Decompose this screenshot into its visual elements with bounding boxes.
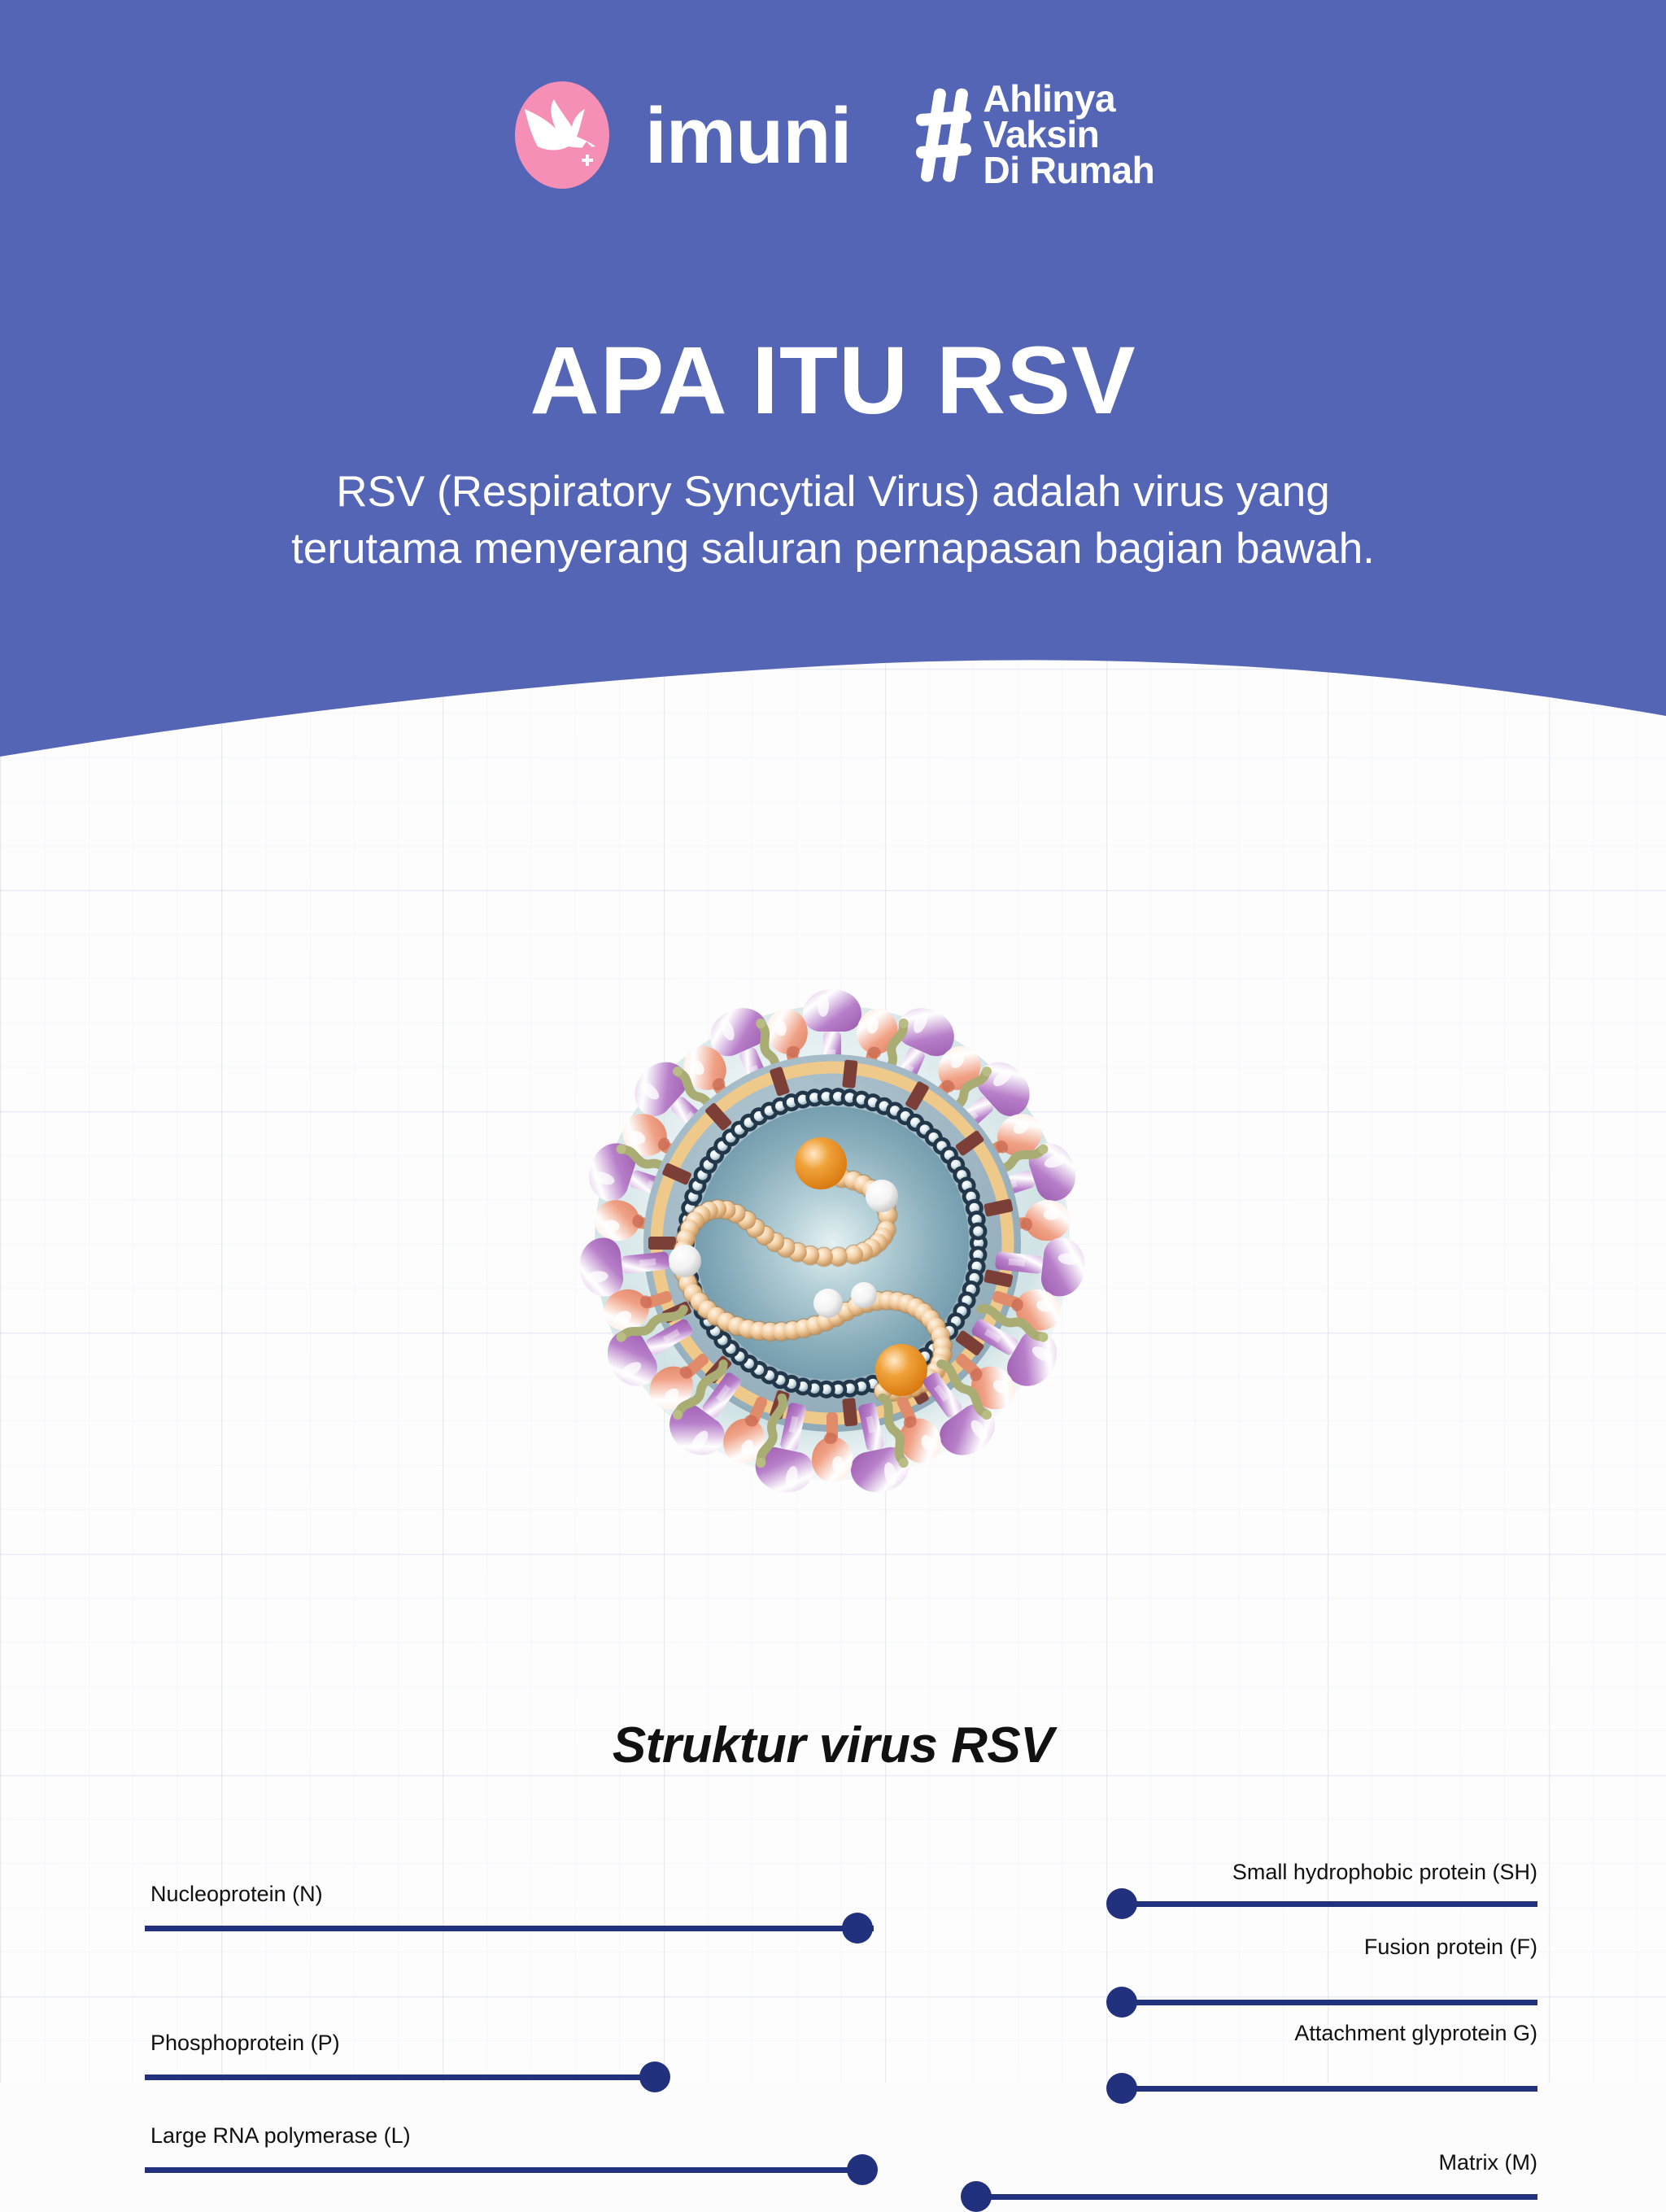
g-protein-spike: [723, 1396, 768, 1464]
leader-dot-matrix: [961, 2181, 992, 2212]
label-nucleoprotein: Nucleoprotein (N): [150, 1882, 323, 1906]
nucleoprotein-sphere: [795, 1137, 847, 1189]
sh-protein-spike: [976, 1304, 1049, 1342]
leader-line-matrix: [975, 2194, 1537, 2200]
hashtag-icon: [916, 88, 972, 182]
m-protein-anchor: [770, 1067, 790, 1097]
g-protein-spike: [622, 1114, 687, 1163]
tagline-line-2: Vaksin: [983, 113, 1100, 156]
g-protein-spike: [604, 1289, 673, 1331]
g-protein-spike: [992, 1289, 1061, 1331]
label-small-hydrophobic-protein: Small hydrophobic protein (SH): [1232, 1860, 1537, 1884]
sh-protein-spike: [936, 1359, 992, 1420]
leader-dot-attachment-glycoprotein: [1106, 2073, 1137, 2104]
label-large-rna-polymerase: Large RNA polymerase (L): [150, 2123, 411, 2148]
header-banner: imuni Ahlinya Vaksin Di Rumah APA ITU RS…: [0, 0, 1666, 757]
m-protein-anchor: [705, 1102, 732, 1131]
g-protein-spike: [649, 1354, 709, 1410]
phosphoprotein-sphere: [669, 1245, 701, 1277]
leader-line-small-hydrophobic-protein: [1121, 1901, 1537, 1907]
label-phosphoprotein: Phosphoprotein (P): [150, 2031, 340, 2055]
m-protein-anchor: [842, 1398, 858, 1427]
header-background-shape: [0, 0, 1666, 757]
leader-dot-small-hydrophobic-protein: [1106, 1888, 1137, 1919]
diagram-caption: Struktur virus RSV: [612, 1717, 1054, 1774]
sh-protein-spike: [672, 1359, 728, 1420]
rsv-virus-illustration: [579, 989, 1085, 1493]
f-protein-spike: [923, 1372, 995, 1455]
label-matrix: Matrix (M): [1438, 2150, 1537, 2175]
tagline-line-1: Ahlinya: [983, 77, 1116, 120]
leader-dot-large-rna-polymerase: [847, 2154, 878, 2185]
m-protein-anchor: [983, 1269, 1014, 1288]
page-subtitle-line-1: RSV (Respiratory Syncytial Virus) adalah…: [336, 468, 1330, 516]
sh-protein-spike: [616, 1304, 688, 1342]
phosphoprotein-sphere: [866, 1180, 898, 1212]
nucleoprotein-sphere: [875, 1344, 927, 1396]
page-subtitle-line-2: terutama menyerang saluran pernapasan ba…: [291, 524, 1375, 573]
m-protein-anchor: [955, 1330, 984, 1356]
label-fusion-protein: Fusion protein (F): [1363, 1935, 1537, 1959]
leader-dot-nucleoprotein: [842, 1913, 873, 1944]
g-protein-spike: [812, 1412, 853, 1482]
page-subtitle: RSV (Respiratory Syncytial Virus) adalah…: [0, 464, 1666, 578]
stork-bird-droplet-icon: [512, 78, 613, 192]
m-protein-anchor: [905, 1081, 929, 1110]
sh-protein-spike: [878, 1393, 909, 1468]
brand-logo-row: imuni Ahlinya Vaksin Di Rumah: [0, 78, 1666, 192]
f-protein-spike: [755, 1403, 814, 1493]
leader-line-nucleoprotein: [145, 1926, 874, 1931]
m-protein-anchor: [983, 1198, 1014, 1217]
f-protein-spike: [607, 1319, 693, 1386]
leader-dot-phosphoprotein: [639, 2061, 670, 2092]
m-protein-anchor: [955, 1130, 984, 1156]
tagline-line-3: Di Rumah: [983, 148, 1155, 191]
f-protein-spike: [850, 1403, 909, 1493]
f-protein-spike: [669, 1372, 741, 1455]
leader-line-large-rna-polymerase: [145, 2167, 873, 2173]
leader-dot-fusion-protein: [1106, 1987, 1137, 2018]
leader-line-phosphoprotein: [145, 2075, 665, 2080]
virus-diagram: Nucleoprotein (N) Phosphoprotein (P) Lar…: [0, 757, 1666, 2212]
leader-line-attachment-glycoprotein: [1121, 2086, 1537, 2092]
rna-nucleocapsid-chain: [669, 1137, 953, 1403]
leader-line-fusion-protein: [1121, 2000, 1537, 2005]
brand-tagline: Ahlinya Vaksin Di Rumah: [914, 77, 1155, 191]
brand-wordmark: imuni: [644, 90, 853, 180]
m-protein-anchor: [842, 1059, 858, 1089]
g-protein-spike: [896, 1396, 941, 1464]
phosphoprotein-sphere: [813, 1289, 843, 1318]
phosphoprotein-sphere: [851, 1282, 877, 1308]
m-protein-anchor: [648, 1237, 676, 1250]
page-title: APA ITU RSV: [530, 327, 1136, 434]
label-attachment-glycoprotein: Attachment glyprotein G): [1294, 2021, 1537, 2045]
f-protein-spike: [579, 1237, 669, 1297]
f-protein-spike: [971, 1319, 1058, 1386]
sh-protein-spike: [756, 1393, 787, 1468]
f-protein-spike: [995, 1237, 1085, 1297]
m-protein-anchor: [662, 1163, 691, 1185]
g-protein-spike: [955, 1354, 1015, 1410]
g-protein-spike: [594, 1200, 665, 1241]
